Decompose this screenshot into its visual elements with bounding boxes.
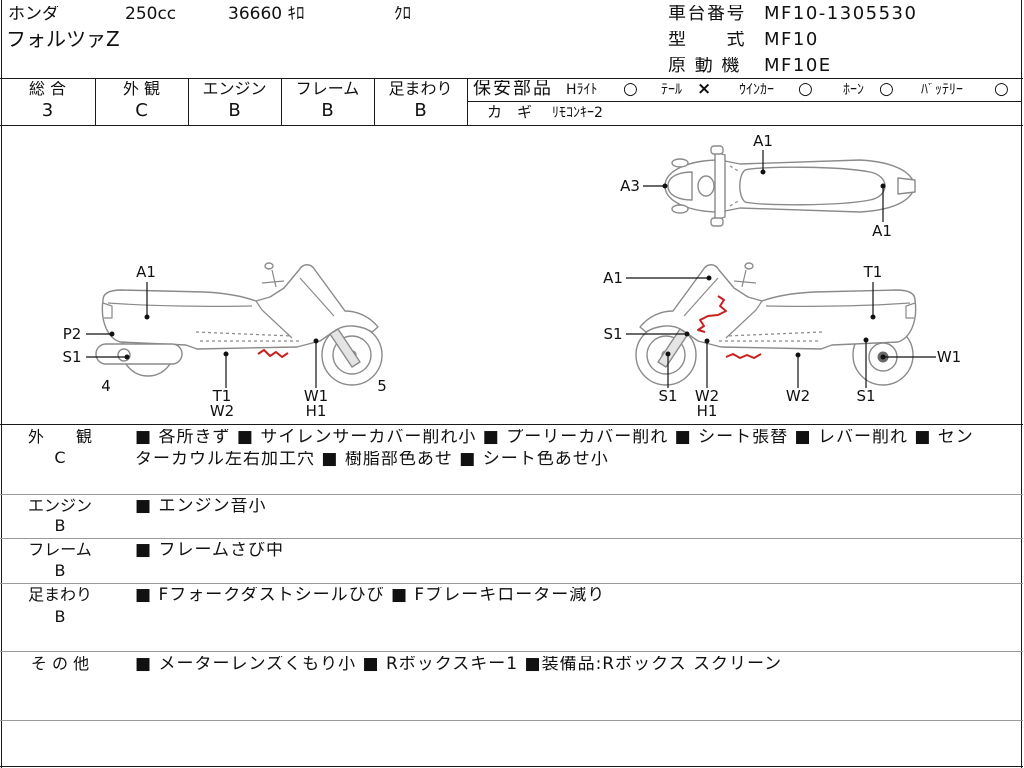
bottom-border bbox=[0, 766, 1023, 767]
remark-rule bbox=[0, 651, 1023, 652]
diagram-label: 4 bbox=[101, 377, 111, 395]
grade-label-overall: 総 合 bbox=[28, 81, 67, 97]
key-value: ﾘﾓｺﾝｷｰ2 bbox=[552, 106, 603, 120]
grade-value-frame: B bbox=[321, 102, 334, 120]
remark-rule bbox=[0, 583, 1023, 584]
diagram-label: 5 bbox=[377, 377, 387, 395]
header-rule bbox=[0, 78, 1023, 79]
diagram-label: T1 bbox=[863, 263, 883, 281]
grade-value-overall: 3 bbox=[41, 102, 54, 120]
remark-text-suspension: ■ Fフォークダストシールひび ■ Fブレーキローター減り bbox=[135, 587, 606, 604]
maker: ホンダ bbox=[8, 6, 59, 23]
remark-category-engine: エンジン bbox=[27, 498, 92, 514]
remark-rule bbox=[0, 494, 1023, 495]
grade-divider bbox=[281, 78, 282, 125]
diagram-label: S1 bbox=[603, 325, 622, 343]
remark-rule bbox=[0, 720, 1023, 721]
diagram-label: S1 bbox=[856, 387, 875, 405]
diagram-label: S1 bbox=[62, 348, 81, 366]
safety-item-horn: ﾎｰﾝ bbox=[843, 83, 864, 97]
remark-category-other: そ の 他 bbox=[30, 656, 90, 672]
model-type-label: 型 式 bbox=[668, 31, 746, 49]
diagram-label: W2 bbox=[786, 387, 810, 405]
remark-rule bbox=[0, 538, 1023, 539]
safety-status-headlight: ○ bbox=[623, 81, 638, 98]
model-type: MF10 bbox=[764, 31, 819, 49]
diagram-label: W2 bbox=[695, 387, 719, 405]
remark-category-suspension: 足まわり bbox=[27, 587, 92, 603]
remark-text-other: ■ メーターレンズくもり小 ■ Rボックスキー1 ■装備品:Rボックス スクリー… bbox=[135, 656, 783, 673]
grade-label-exterior: 外 観 bbox=[122, 81, 161, 97]
grade-divider bbox=[95, 78, 96, 125]
safety-item-battery: ﾊﾞｯﾃﾘｰ bbox=[921, 83, 963, 97]
diagram-label: T1 bbox=[212, 387, 232, 405]
grade-value-exterior: C bbox=[135, 102, 148, 120]
diagram-bottom-rule bbox=[0, 424, 1023, 425]
leader-lines bbox=[86, 150, 936, 388]
damage-diagram: A1 A3 A1 A1 P2 S1 4 T1 W2 W1 H1 5 A1 T1 … bbox=[62, 132, 961, 420]
frame-number-label: 車台番号 bbox=[668, 5, 746, 23]
left-view-scooter bbox=[95, 262, 383, 386]
diagram-label: H1 bbox=[306, 402, 327, 420]
damage-mark bbox=[257, 349, 289, 358]
grade-table-bottom-rule bbox=[0, 125, 1023, 126]
remark-text-exterior: ■ 各所きず ■ サイレンサーカバー削れ小 ■ プーリーカバー削れ ■ シート張… bbox=[135, 429, 974, 446]
right-view-scooter bbox=[635, 262, 917, 386]
damage-mark bbox=[725, 353, 762, 359]
diagram-label: A1 bbox=[136, 263, 156, 281]
displacement: 250cc bbox=[125, 6, 177, 23]
remark-grade-frame: B bbox=[54, 563, 66, 579]
remark-text-engine: ■ エンジン音小 bbox=[135, 498, 267, 515]
safety-status-winker: ○ bbox=[798, 81, 813, 98]
diagram-label: S1 bbox=[658, 387, 677, 405]
safety-status-taillight: × bbox=[697, 81, 712, 98]
diagram-label: A1 bbox=[753, 132, 773, 150]
safety-status-battery: ○ bbox=[994, 81, 1009, 98]
remark-text-exterior: ターカウル左右加工穴 ■ 樹脂部色あせ ■ シート色あせ小 bbox=[135, 451, 609, 468]
frame-number: MF10-1305530 bbox=[764, 5, 918, 23]
remark-category-frame: フレーム bbox=[28, 542, 92, 558]
safety-item-headlight: Hﾗｲﾄ bbox=[566, 83, 598, 97]
grade-value-suspension: B bbox=[414, 102, 427, 120]
remark-grade-suspension: B bbox=[54, 609, 66, 625]
color: ｸﾛ bbox=[394, 6, 411, 23]
safety-parts-label: 保安部品 bbox=[473, 80, 553, 98]
mileage: 36660 ｷﾛ bbox=[228, 6, 305, 23]
grade-label-frame: フレーム bbox=[295, 81, 360, 97]
diagram-label: W2 bbox=[210, 402, 234, 420]
diagram-label: A1 bbox=[872, 222, 892, 240]
top-view-scooter bbox=[664, 145, 916, 227]
diagram-label: H1 bbox=[697, 402, 718, 420]
grade-divider bbox=[374, 78, 375, 125]
remark-grade-engine: B bbox=[54, 518, 66, 534]
grade-label-engine: エンジン bbox=[202, 81, 267, 97]
right-border bbox=[1021, 0, 1022, 768]
safety-status-horn: ○ bbox=[879, 81, 894, 98]
diagram-label: W1 bbox=[937, 348, 961, 366]
grade-value-engine: B bbox=[228, 102, 241, 120]
damage-mark bbox=[697, 295, 727, 333]
left-border bbox=[1, 0, 2, 768]
remark-grade-exterior: C bbox=[54, 450, 66, 466]
diagram-label: W1 bbox=[304, 387, 328, 405]
key-label: カ ギ bbox=[487, 105, 533, 120]
safety-parts-rule bbox=[467, 101, 1022, 102]
engine-label: 原 動 機 bbox=[668, 57, 741, 75]
grade-divider bbox=[188, 78, 189, 125]
diagram-label: P2 bbox=[63, 325, 82, 343]
diagram-label: A1 bbox=[603, 269, 623, 287]
grade-label-suspension: 足まわり bbox=[388, 81, 453, 97]
safety-item-winker: ｳｲﾝｶｰ bbox=[739, 83, 774, 97]
remark-text-frame: ■ フレームさび中 bbox=[135, 542, 284, 559]
remark-category-exterior: 外 観 bbox=[27, 429, 92, 445]
diagram-label: A3 bbox=[620, 177, 640, 195]
safety-item-taillight: ﾃｰﾙ bbox=[661, 83, 682, 97]
engine-code: MF10E bbox=[764, 57, 832, 75]
model-name: フォルツァZ bbox=[6, 29, 120, 49]
